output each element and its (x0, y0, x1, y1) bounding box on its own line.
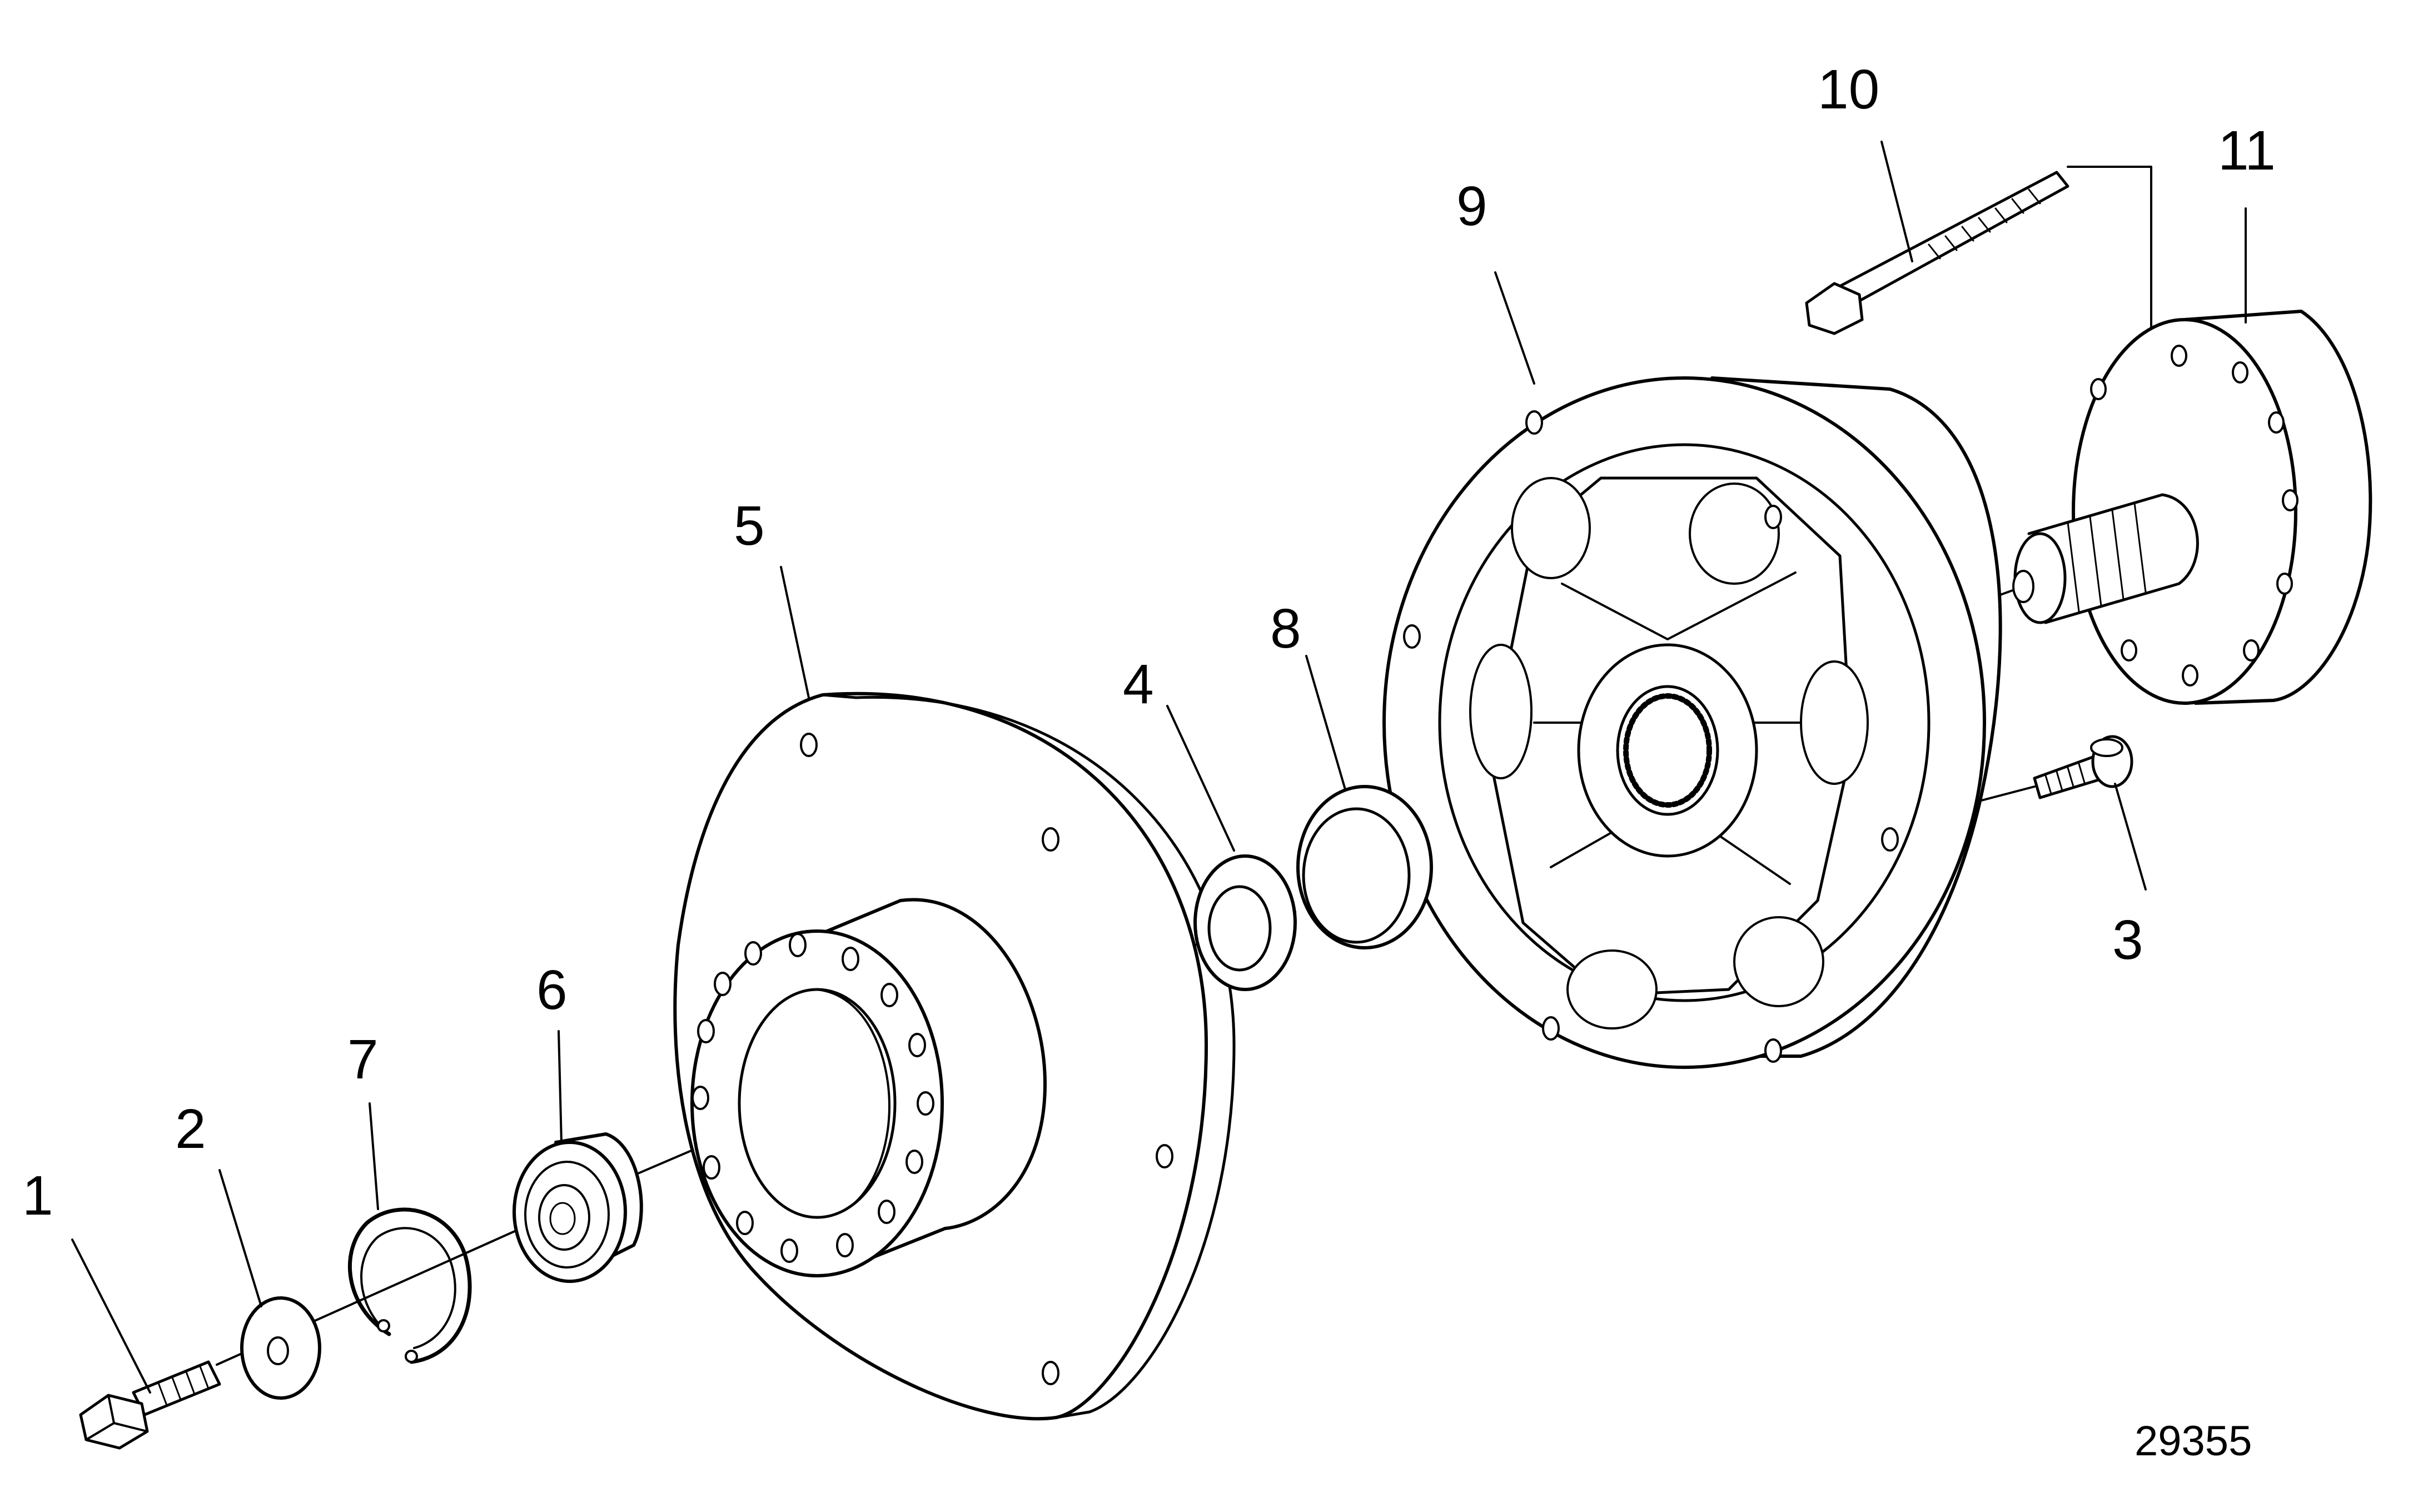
part-5-flywheel-cover (673, 692, 1236, 1421)
part-3-small-bolt (2033, 735, 2133, 799)
callout-4: 4 (1123, 653, 1154, 715)
callout-1: 1 (22, 1165, 53, 1227)
callout-9: 9 (1456, 175, 1487, 237)
part-11-splined-shaft-flange (2012, 310, 2372, 705)
leader-lines (71, 141, 2247, 1394)
callout-10: 10 (1818, 58, 1879, 121)
callout-11: 11 (2218, 120, 2276, 182)
callout-8: 8 (1270, 598, 1301, 660)
callout-5: 5 (734, 495, 765, 557)
part-9-drive-coupling (1382, 376, 2002, 1069)
part-10-long-bolt (1805, 171, 2069, 335)
callout-labels: 1 2 3 4 5 6 7 8 9 10 11 (22, 58, 2276, 1227)
part-1-bolt (79, 1360, 221, 1450)
callout-6: 6 (536, 959, 568, 1021)
part-4-washer-ring (1193, 854, 1297, 991)
figure-number: 29355 (2135, 1418, 2252, 1465)
part-2-washer (240, 1296, 321, 1400)
callout-3: 3 (2112, 909, 2143, 971)
callout-2: 2 (175, 1098, 206, 1160)
callout-7: 7 (347, 1028, 379, 1091)
hub-bolt-holes (691, 933, 934, 1263)
part-7-circlip (347, 1207, 472, 1364)
part-8-seal-ring (1296, 785, 1433, 949)
part-6-bearing (513, 1132, 643, 1283)
